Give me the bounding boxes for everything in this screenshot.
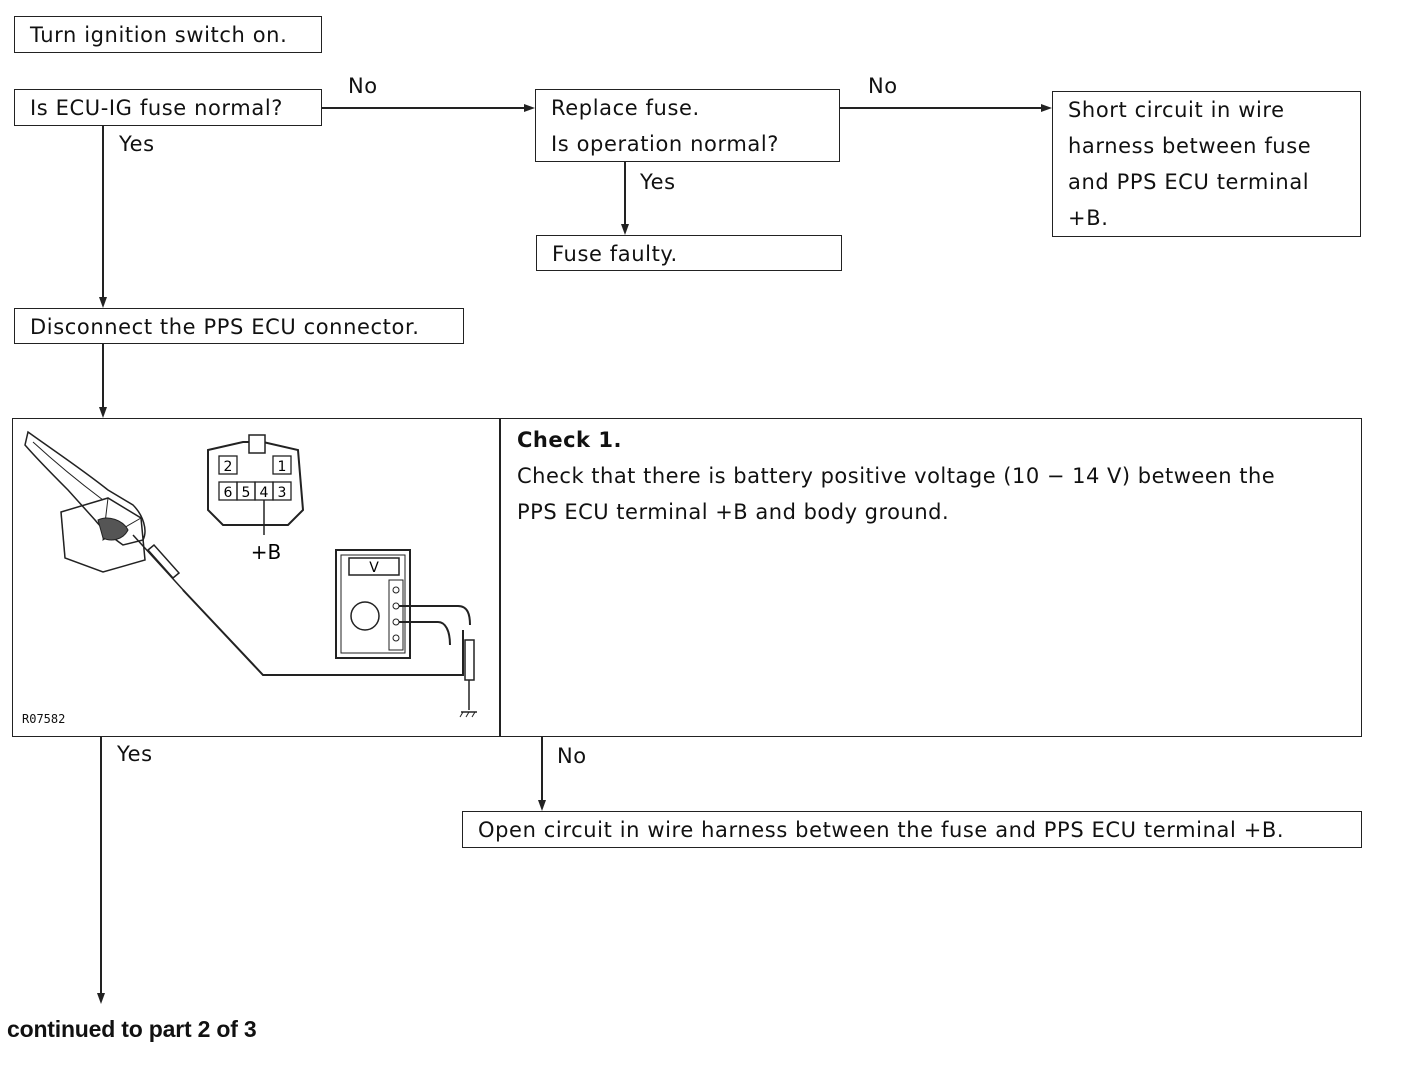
ground-probe <box>464 639 475 681</box>
voltmeter-label: V <box>369 560 379 576</box>
step-disconnect-connector: Disconnect the PPS ECU connector. <box>14 308 464 344</box>
short-circuit-line3: and PPS ECU terminal <box>1068 170 1310 194</box>
check-line2: PPS ECU terminal +B and body ground. <box>517 500 950 524</box>
pin-3: 3 <box>278 485 287 501</box>
label-yes-fuse: Yes <box>119 132 155 156</box>
replace-fuse-line2: Is operation normal? <box>551 132 780 156</box>
arrow-to-replace <box>524 104 535 112</box>
arrow-to-short <box>1041 104 1052 112</box>
connector-replace-to-faulty <box>624 162 626 224</box>
continued-note: continued to part 2 of 3 <box>7 1016 257 1042</box>
pin-1: 1 <box>278 459 287 475</box>
step-turn-ignition-on: Turn ignition switch on. <box>14 16 322 53</box>
step-short-circuit: Short circuit in wire harness between fu… <box>1052 91 1361 237</box>
step-fuse-faulty: Fuse faulty. <box>536 235 842 271</box>
arrow-to-disconnect <box>99 297 107 308</box>
check-text: Check 1. Check that there is battery pos… <box>517 422 1347 530</box>
check-title: Check 1. <box>517 428 622 452</box>
pin-6: 6 <box>224 485 233 501</box>
connector-fuse-to-replace <box>322 107 524 109</box>
label-no-check: No <box>557 744 587 768</box>
figure-id: R07582 <box>22 712 66 726</box>
short-circuit-line1: Short circuit in wire <box>1068 98 1285 122</box>
connector-disconnect-to-check <box>102 344 104 407</box>
short-circuit-line2: harness between fuse <box>1068 134 1312 158</box>
pin-4: 4 <box>260 485 269 501</box>
replace-fuse-line1: Replace fuse. <box>551 96 700 120</box>
arrow-to-open <box>538 800 546 811</box>
test-probe <box>132 534 186 593</box>
connector-check-to-open <box>541 737 543 800</box>
connector-check-to-continue <box>100 737 102 993</box>
label-yes-check: Yes <box>117 742 153 766</box>
step-fuse-check: Is ECU-IG fuse normal? <box>14 89 322 126</box>
connector-replace-to-short <box>840 107 1041 109</box>
step-open-circuit: Open circuit in wire harness between the… <box>462 811 1362 848</box>
pin-2: 2 <box>224 459 233 475</box>
probe-lead <box>182 589 464 676</box>
arrow-to-faulty <box>621 224 629 235</box>
label-yes-replace: Yes <box>640 170 676 194</box>
short-circuit-line4: +B. <box>1068 206 1109 230</box>
step-replace-fuse: Replace fuse. Is operation normal? <box>535 89 840 162</box>
connector-fuse-to-disconnect <box>102 126 104 297</box>
pin-5: 5 <box>242 485 251 501</box>
voltage-check-illustration: 2 1 6 5 4 3 +B V <box>24 430 477 718</box>
label-no-fuse: No <box>348 74 378 98</box>
check-panel-divider <box>499 418 501 737</box>
label-no-replace: No <box>868 74 898 98</box>
arrow-to-continue <box>97 993 105 1004</box>
terminal-label: +B <box>251 540 281 564</box>
arrow-to-check <box>99 407 107 418</box>
check-line1: Check that there is battery positive vol… <box>517 464 1276 488</box>
